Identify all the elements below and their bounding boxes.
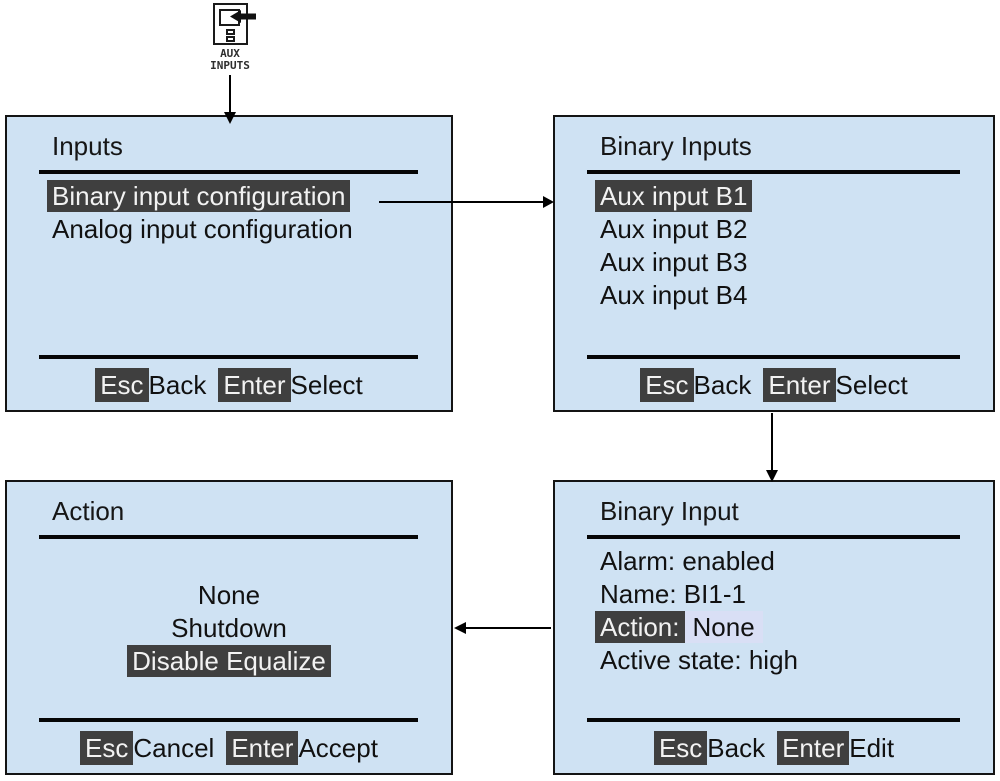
esc-key-badge: Esc [95,368,149,402]
enter-action-label: Accept [298,733,378,763]
menu-item-analog-input-configuration[interactable]: Analog input configuration [52,214,353,244]
aux-label-line1: AUX [220,47,240,60]
panel-inputs-title: Inputs [52,131,123,161]
footer-rule [39,718,418,722]
field-action-key[interactable]: Action: [595,611,685,643]
footer-rule [587,355,960,359]
panel-inputs: Inputs Binary input configuration Analog… [5,115,453,412]
panel-action: Action None Shutdown Disable Equalize Es… [5,480,453,775]
panel-binary-inputs-title: Binary Inputs [600,131,752,161]
esc-key-badge: Esc [640,368,694,402]
esc-action-label: Back [693,370,752,400]
aux-icon-connector-top [226,29,235,35]
menu-item-aux-input-b4[interactable]: Aux input B4 [600,280,748,310]
title-rule [39,170,418,174]
esc-action-label: Back [148,370,207,400]
enter-action-label: Select [290,370,363,400]
enter-key-badge: Enter [226,731,299,765]
menu-item-aux-input-b2[interactable]: Aux input B2 [600,214,748,244]
title-rule [39,535,418,539]
field-active-state[interactable]: Active state: high [600,645,798,675]
arrowhead-left-icon [454,622,466,634]
field-action-value[interactable]: None [684,611,763,643]
field-name[interactable]: Name: BI1-1 [600,579,746,609]
option-none[interactable]: None [197,580,261,610]
enter-action-label: Edit [849,733,895,763]
aux-label-line2: INPUTS [210,58,250,72]
menu-item-binary-input-configuration[interactable]: Binary input configuration [47,180,441,213]
title-rule [587,170,960,174]
esc-action-label: Cancel [133,733,215,763]
arrow-into-screen-icon [230,10,256,23]
menu-item-aux-input-b1[interactable]: Aux input B1 [595,180,983,213]
esc-key-badge: Esc [80,731,134,765]
enter-key-badge: Enter [763,368,836,402]
menu-item-aux-input-b3[interactable]: Aux input B3 [600,247,748,277]
panel-binary-inputs: Binary Inputs Aux input B1 Aux input B2 … [553,115,995,412]
aux-icon-connector-bottom [226,36,235,42]
enter-action-label: Select [835,370,908,400]
panel-binary-input-title: Binary Input [600,496,739,526]
field-action[interactable]: Action:None [595,611,983,644]
option-shutdown[interactable]: Shutdown [171,613,287,643]
panel-binary-input: Binary Input Alarm: enabled Name: BI1-1 … [553,480,995,775]
title-rule [587,535,960,539]
option-disable-equalize[interactable]: Disable Equalize [7,645,451,678]
footer-rule [39,355,418,359]
panel-action-title: Action [52,496,125,526]
esc-key-badge: Esc [653,731,708,765]
footer-rule [587,718,960,722]
aux-inputs-icon [213,3,256,45]
field-alarm[interactable]: Alarm: enabled [600,546,775,576]
enter-key-badge: Enter [218,368,291,402]
enter-key-badge: Enter [777,731,850,765]
esc-action-label: Back [707,733,766,763]
